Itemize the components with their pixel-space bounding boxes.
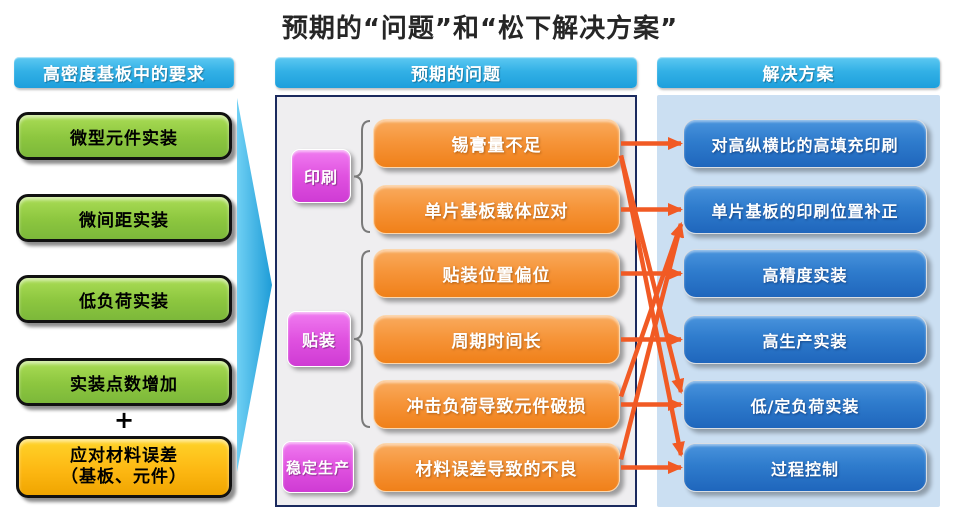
requirement-box-2: 低负荷实装	[16, 275, 232, 323]
category-placement: 贴装	[287, 311, 351, 367]
requirement-box-0: 微型元件实装	[16, 112, 232, 160]
problems-header: 预期的问题	[275, 57, 637, 88]
problem-box-2: 贴装位置偏位	[373, 249, 620, 298]
requirement-box-3: 实装点数增加	[16, 358, 232, 406]
solution-box-5: 过程控制	[683, 443, 927, 492]
material-error-line2: （基板、元件）	[61, 467, 187, 487]
requirements-header: 高密度基板中的要求	[14, 57, 234, 88]
problem-box-1: 单片基板载体应对	[373, 185, 620, 234]
solution-box-0: 对高纵横比的高填充印刷	[683, 119, 927, 168]
plus-sign: +	[113, 406, 135, 434]
solutions-header: 解决方案	[657, 57, 940, 88]
problem-box-3: 周期时间长	[373, 315, 620, 364]
solution-box-4: 低/定负荷实装	[683, 380, 927, 429]
solution-box-2: 高精度实装	[683, 249, 927, 298]
category-printing: 印刷	[291, 149, 351, 203]
material-error-box: 应对材料误差 （基板、元件）	[16, 436, 232, 498]
material-error-line1: 应对材料误差	[70, 445, 178, 466]
problem-box-0: 锡膏量不足	[373, 119, 620, 168]
category-stable-production: 稳定生产	[282, 441, 354, 493]
solution-box-3: 高生产实装	[683, 315, 927, 364]
page-title: 预期的“问题”和“松下解决方案”	[281, 14, 679, 44]
problem-box-4: 冲击负荷导致元件破损	[373, 380, 620, 429]
requirement-box-1: 微间距实装	[16, 194, 232, 242]
solution-box-1: 单片基板的印刷位置补正	[683, 185, 927, 234]
problem-box-5: 材料误差导致的不良	[373, 443, 620, 492]
